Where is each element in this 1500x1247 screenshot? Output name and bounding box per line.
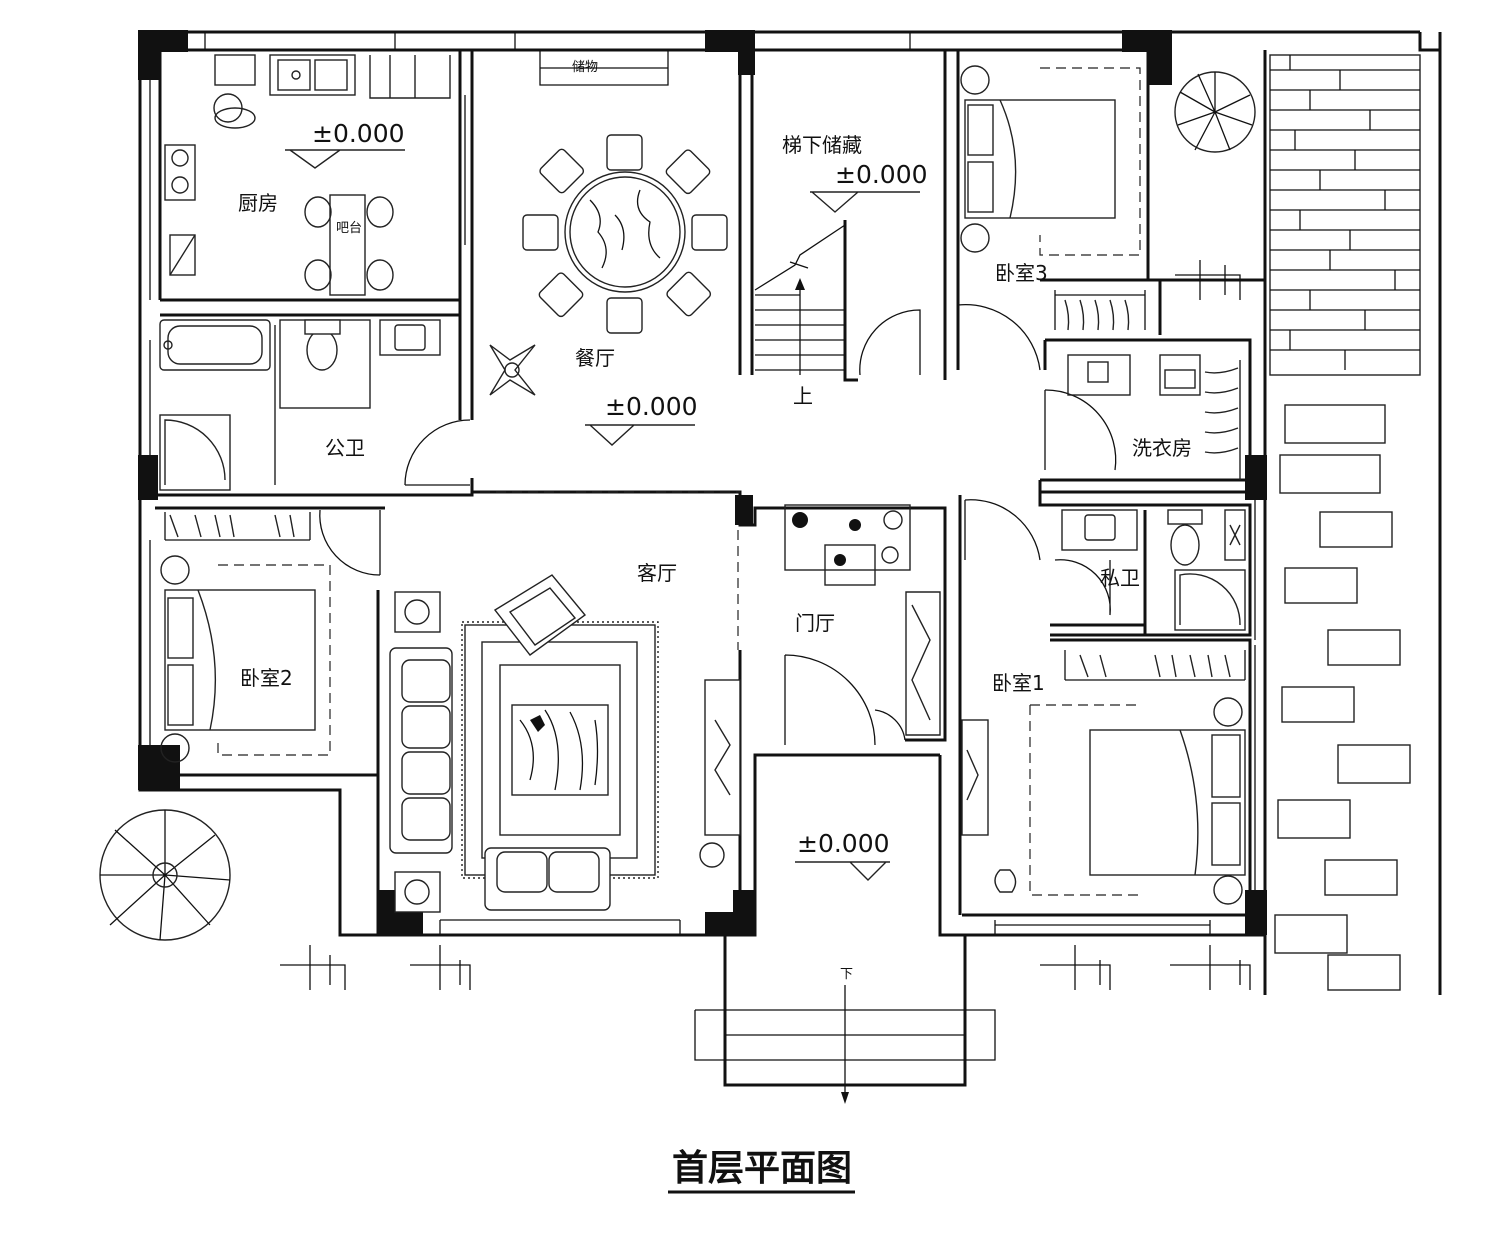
stair-down-label: 下 [840,967,853,982]
exterior-walls [138,30,1442,995]
bedroom3-furniture [960,65,1146,331]
entrance-steps [694,935,996,1104]
windows [149,32,1256,935]
structural-columns [138,30,1267,935]
laundry-fixtures [1067,354,1241,480]
bedroom1-furniture [961,650,1246,905]
elevation-dining: ±0.000 [605,392,698,421]
elevation-markers [285,149,920,881]
room-label-living: 客厅 [637,561,677,585]
stair [754,224,846,375]
foyer-furniture [784,504,941,736]
room-label-bedroom3: 卧室3 [995,261,1048,285]
doors [319,303,1117,746]
room-label-bedroom2: 卧室2 [240,666,293,690]
dining-table [489,134,728,396]
room-label-storage: 储物 [572,60,598,75]
room-label-stair-storage: 梯下储藏 [782,133,862,157]
drawing-title: 首层平面图 [672,1148,852,1189]
interior-walls [155,50,1265,935]
room-label-private-bath: 私卫 [1100,566,1140,590]
living-room-furniture [389,574,741,913]
room-label-dining: 餐厅 [575,346,615,370]
room-label-public-bath: 公卫 [325,436,365,460]
room-label-bar: 吧台 [336,221,362,236]
private-bathroom-fixtures [1061,509,1246,631]
landscape [99,54,1421,991]
room-label-laundry: 洗衣房 [1132,436,1192,460]
elevation-entrance: ±0.000 [797,829,890,858]
labels: ±0.000 ±0.000 ±0.000 ±0.000 厨房 吧台 储物 餐厅 … [238,60,1192,1194]
room-label-kitchen: 厨房 [238,191,278,215]
room-label-bedroom1: 卧室1 [992,671,1045,695]
elevation-kitchen: ±0.000 [312,119,405,148]
public-bathroom-fixtures [159,319,441,491]
elevation-stair: ±0.000 [835,160,928,189]
bedroom2-furniture [160,512,331,763]
room-label-foyer: 门厅 [795,611,835,635]
stair-up-label: 上 [793,384,813,408]
kitchen-fixtures [164,54,466,296]
